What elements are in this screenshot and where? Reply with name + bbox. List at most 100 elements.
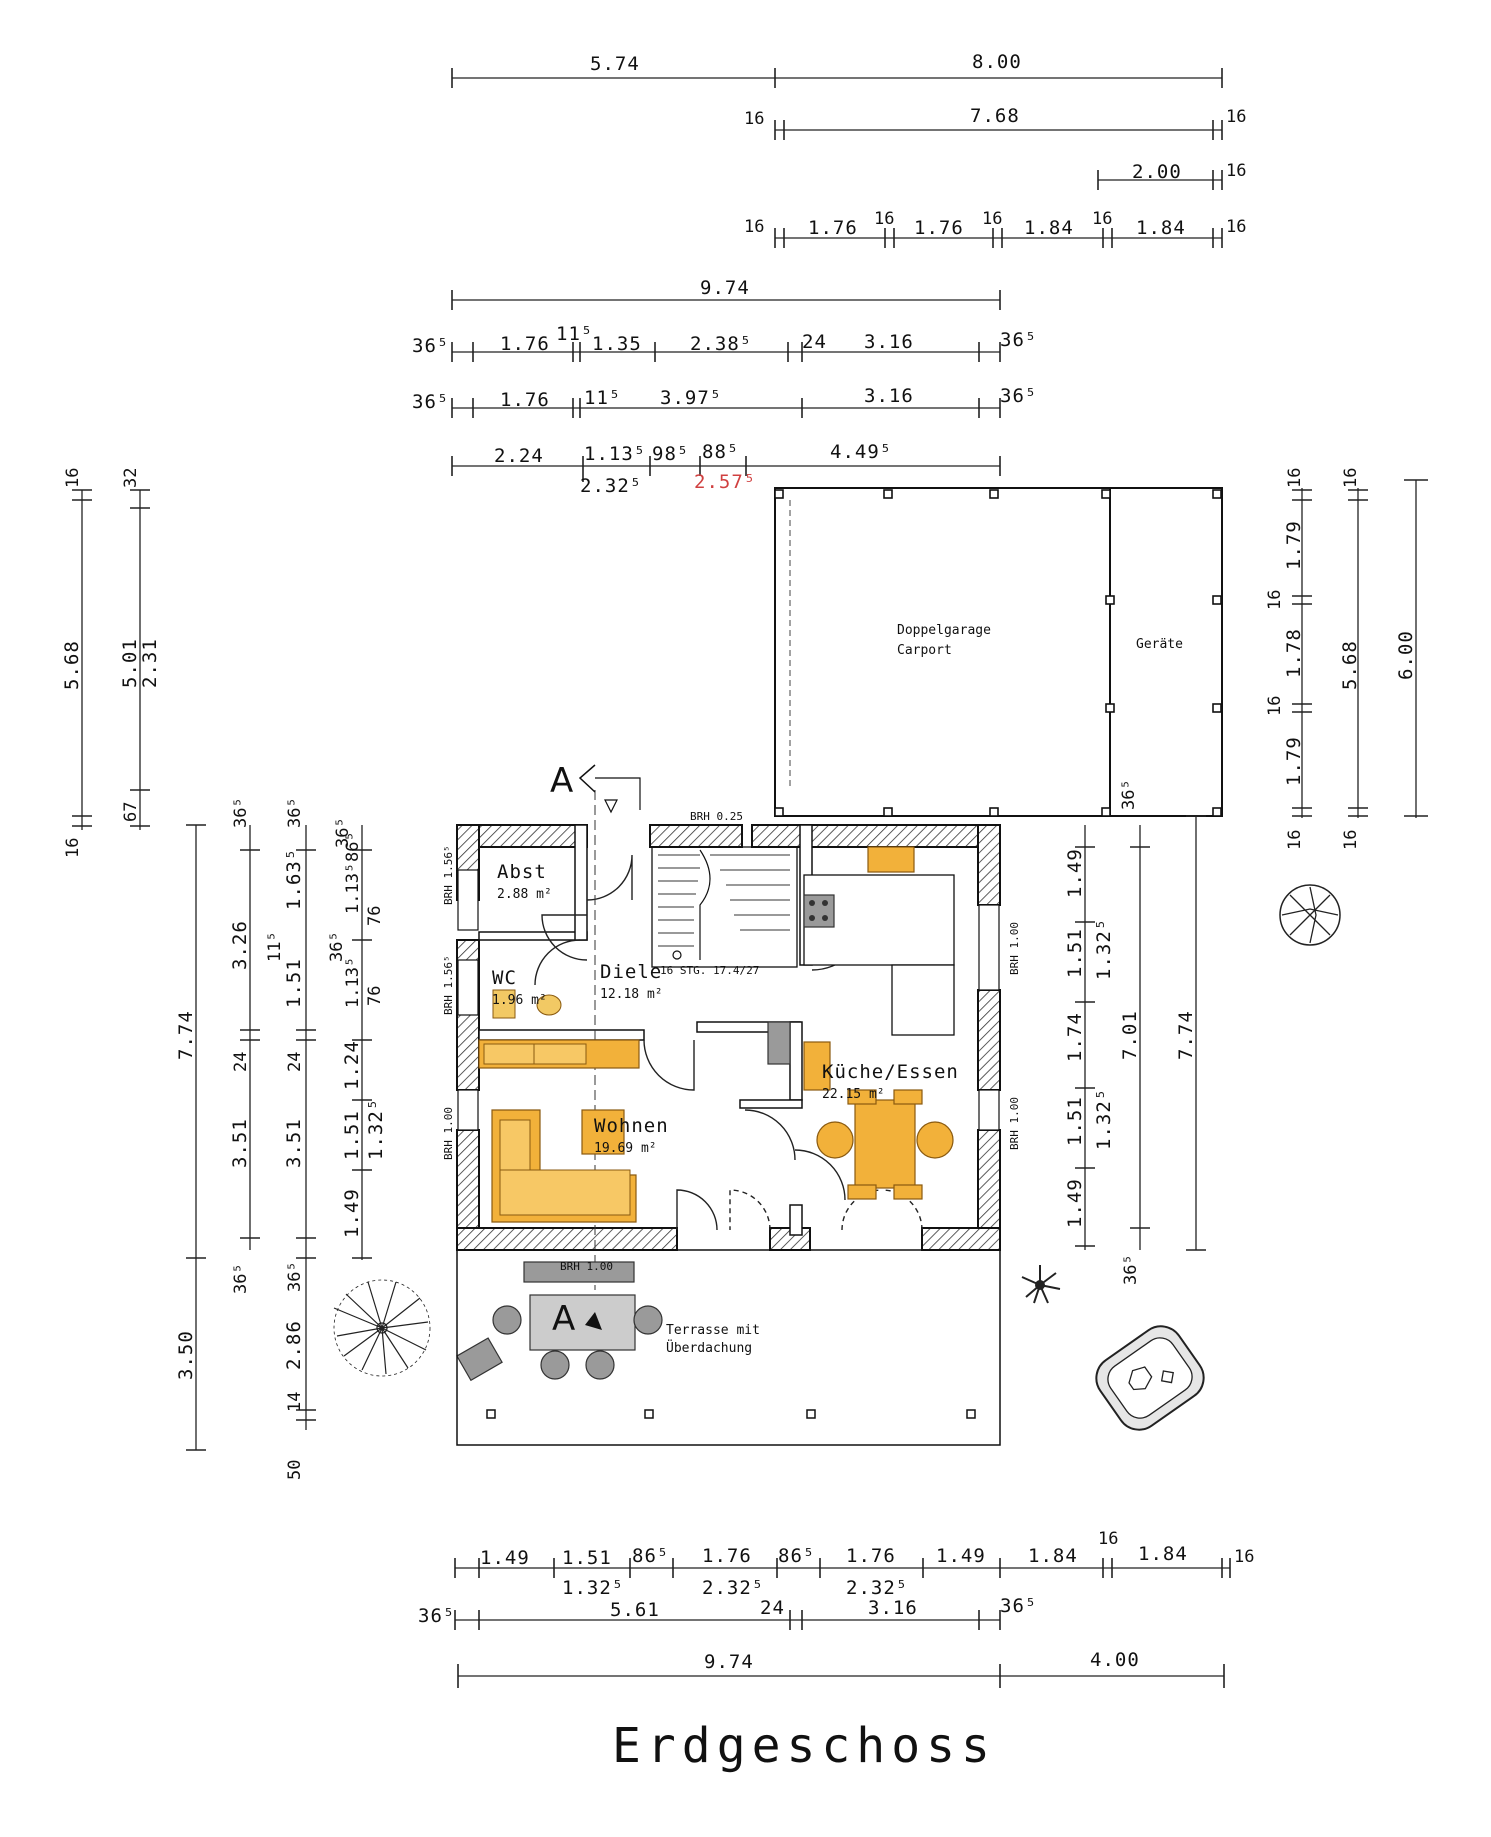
dim-left-c3-1: 1.63⁵ <box>283 848 305 910</box>
dim-left-c4-9: 1.49 <box>341 1188 363 1238</box>
dim-right-hc0: 7.01 <box>1119 1010 1141 1060</box>
room-diele: Diele <box>600 961 662 983</box>
dim-top-r6-0: 36⁵ <box>412 335 449 357</box>
dim-top-r7-5: 36⁵ <box>1000 385 1037 407</box>
dim-top-r6-5: 24 <box>802 331 827 353</box>
brh-156-b: BRH 1.56⁵ <box>442 955 455 1015</box>
dim-top-r6-7: 36⁵ <box>1000 329 1037 351</box>
dim-right-ha4: 1.49 <box>1064 1178 1086 1228</box>
dim-top-r7-3: 3.97⁵ <box>660 387 722 409</box>
dim-left-g0: 16 <box>63 468 83 488</box>
drawing-title: Erdgeschoss <box>612 1718 996 1774</box>
dim-bot-r1b-1: 2.32⁵ <box>702 1577 764 1599</box>
dim-right-ga3: 1.78 <box>1283 628 1305 678</box>
dim-left-c3-4: 24 <box>285 1052 305 1072</box>
dim-top-r7-1: 1.76 <box>500 389 550 411</box>
brh-notes: BRH 0.25 BRH 1.56⁵ BRH 1.56⁵ BRH 1.00 BR… <box>442 810 1021 1273</box>
brh-100-right-b: BRH 1.00 <box>1008 1097 1021 1150</box>
dim-right-ga2: 16 <box>1265 590 1285 610</box>
right-dimensions: 1.49 1.51 1.74 1.51 1.49 1.32⁵ 1.32⁵ 7.0… <box>1064 468 1428 1285</box>
dim-top-r7-0: 36⁵ <box>412 391 449 413</box>
dim-top-r6-1: 1.76 <box>500 333 550 355</box>
dim-top-r8-4: 4.49⁵ <box>830 441 892 463</box>
garage: Doppelgarage Carport Geräte <box>774 487 1223 817</box>
dim-bot-r1-6: 1.49 <box>936 1545 986 1567</box>
dim-top-r2-2: 16 <box>1226 107 1246 127</box>
dim-bot-r2-3: 3.16 <box>868 1597 918 1619</box>
tree-icon <box>333 1279 431 1377</box>
dim-left-c3-6: 36⁵ <box>285 1261 305 1292</box>
carport-label: Carport <box>897 643 952 658</box>
dim-left-g1: 5.68 <box>61 640 83 690</box>
dim-right-gc0: 6.00 <box>1395 630 1417 680</box>
dim-top-r7-2: 11⁵ <box>584 387 621 409</box>
dim-right-hb0: 1.32⁵ <box>1093 918 1115 980</box>
dim-left-gi0: 32 <box>121 468 141 488</box>
brh-terrace: BRH 1.00 <box>560 1260 613 1273</box>
dim-bot-r3-1: 4.00 <box>1090 1649 1140 1671</box>
dim-right-hb1: 1.32⁵ <box>1093 1088 1115 1150</box>
dim-bot-r1-0: 1.49 <box>480 1547 530 1569</box>
top-dimensions: 5.74 8.00 16 7.68 16 2.00 16 16 1.76 16 … <box>412 51 1246 497</box>
section-a-bottom: A <box>552 1299 575 1339</box>
dim-left-c4-4: 1.13⁵ <box>343 957 363 1008</box>
dim-top-r2-1: 7.68 <box>970 105 1020 127</box>
dim-top-r6-2: 11⁵ <box>556 323 593 345</box>
dim-right-g36: 36⁵ <box>1119 779 1139 810</box>
dim-right-hd0: 7.74 <box>1175 1010 1197 1060</box>
dim-top-r3-1: 16 <box>1226 161 1246 181</box>
dim-top-r6-3: 1.35 <box>592 333 642 355</box>
dim-bot-r1-2: 86⁵ <box>632 1545 669 1567</box>
tree-icon <box>1279 884 1341 946</box>
dim-left-gi3: 67 <box>121 802 141 822</box>
dim-bot-r2-1: 5.61 <box>610 1599 660 1621</box>
left-dimensions: 16 5.68 16 32 5.01 2.31 67 7.74 3.50 36⁵… <box>61 468 387 1480</box>
dim-left-c4-5: 36⁵ <box>327 931 347 962</box>
staircase: 16 STG. 17.4/27 <box>651 846 798 977</box>
dim-left-c2-2: 24 <box>231 1052 251 1072</box>
dim-top-r7-4: 3.16 <box>864 385 914 407</box>
dim-left-c3-9: 50 <box>285 1460 305 1480</box>
dim-top-r4-4: 16 <box>982 209 1002 229</box>
dim-left-c4-0: 36⁵ <box>333 817 353 848</box>
geraete-label: Geräte <box>1136 637 1183 652</box>
dim-bot-r1-8: 16 <box>1098 1529 1118 1549</box>
dim-left-c3-2: 1.51 <box>283 958 305 1008</box>
room-diele-area: 12.18 m² <box>600 987 663 1002</box>
room-abst-area: 2.88 m² <box>497 887 552 902</box>
dim-right-ga1: 1.79 <box>1283 520 1305 570</box>
dim-top-r8b-1: 2.57⁵ <box>694 471 756 493</box>
dim-top-r4-1: 1.76 <box>808 217 858 239</box>
dim-left-gi1: 5.01 <box>119 638 141 688</box>
dim-top-r8-0: 2.24 <box>494 445 544 467</box>
dim-right-gb2: 16 <box>1341 830 1361 850</box>
room-labels: Abst 2.88 m² WC 1.96 m² Diele 12.18 m² W… <box>492 861 958 1156</box>
dim-bot-r2-2: 24 <box>760 1597 785 1619</box>
dim-left-c4-8: 1.51 <box>341 1110 363 1160</box>
dim-top-r8-2: 98⁵ <box>652 443 689 465</box>
dim-left-g2: 16 <box>63 838 83 858</box>
dim-left-c4-6: 76 <box>365 986 385 1006</box>
dim-bot-r1-3: 1.76 <box>702 1545 752 1567</box>
dim-top-r4-7: 1.84 <box>1136 217 1186 239</box>
dim-right-ga5: 1.79 <box>1283 736 1305 786</box>
dim-left-c4-1: 1.13⁵ <box>343 863 363 914</box>
dim-left-c4-2: 86⁵ <box>343 831 363 862</box>
dim-right-ha0: 1.49 <box>1064 848 1086 898</box>
room-abst: Abst <box>497 861 547 883</box>
dim-top-r4-3: 1.76 <box>914 217 964 239</box>
dim-left-c2-3: 3.51 <box>229 1118 251 1168</box>
brh-top: BRH 0.25 <box>690 810 743 823</box>
dim-right-hc1: 36⁵ <box>1121 1254 1141 1285</box>
hot-tub-icon <box>1095 1325 1205 1431</box>
brh-100-left: BRH 1.00 <box>442 1107 455 1160</box>
dim-top-r4-6: 16 <box>1092 209 1112 229</box>
dim-bot-r1b-0: 1.32⁵ <box>562 1577 624 1599</box>
dim-top-r2-0: 16 <box>744 109 764 129</box>
dim-left-c4-3: 76 <box>365 906 385 926</box>
dim-right-ga6: 16 <box>1285 830 1305 850</box>
stairs-note: 16 STG. 17.4/27 <box>660 964 759 977</box>
dim-right-gb0: 16 <box>1341 468 1361 488</box>
dim-left-c3-5: 3.51 <box>283 1118 305 1168</box>
dim-bot-r2-0: 36⁵ <box>418 1605 455 1627</box>
